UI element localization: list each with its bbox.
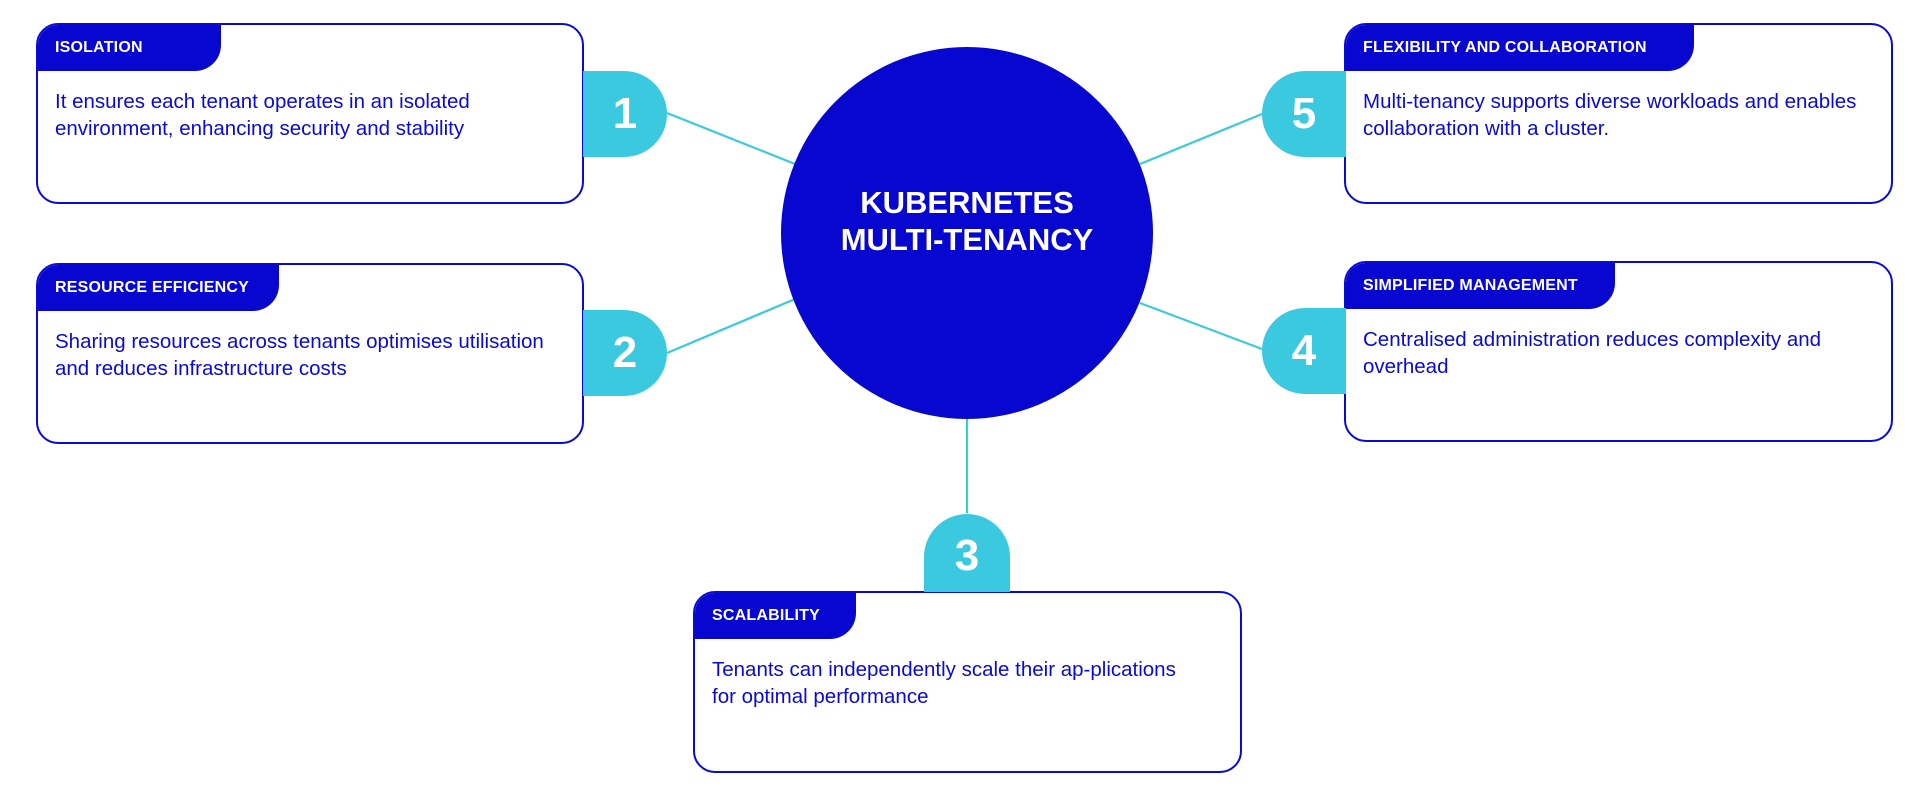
card-description: Centralised administration reduces compl… <box>1363 328 1822 378</box>
card-simplified-management: SIMPLIFIED MANAGEMENT Centralised admini… <box>1344 261 1893 442</box>
card-description: Multi-tenancy supports diverse workloads… <box>1363 90 1857 140</box>
card-description: Sharing resources across tenants optimis… <box>55 330 544 380</box>
number-badge-2: 2 <box>583 310 667 396</box>
card-title-tab: FLEXIBILITY AND COLLABORATION <box>1346 25 1694 71</box>
hub-title-line-1: KUBERNETES <box>860 185 1074 220</box>
hub-circle: KUBERNETES MULTI-TENANCY <box>781 47 1153 419</box>
badge-number: 3 <box>954 531 980 580</box>
connector-line-1 <box>666 111 796 166</box>
number-badge-1: 1 <box>583 71 667 157</box>
card-title-tab: ISOLATION <box>38 25 221 71</box>
badge-number: 5 <box>1291 89 1317 138</box>
connector-line-5 <box>1139 112 1263 166</box>
card-title-tab: RESOURCE EFFICIENCY <box>38 265 279 311</box>
number-badge-5: 5 <box>1262 71 1346 157</box>
card-resource-efficiency: RESOURCE EFFICIENCY Sharing resources ac… <box>36 263 584 444</box>
hub-title-line-2: MULTI-TENANCY <box>840 222 1094 257</box>
card-description: Tenants can independently scale their ap… <box>712 658 1176 708</box>
card-description: It ensures each tenant operates in an is… <box>55 90 470 140</box>
connector-line-4 <box>1139 301 1263 351</box>
number-badge-4: 4 <box>1262 308 1346 394</box>
card-title: RESOURCE EFFICIENCY <box>55 279 250 296</box>
card-scalability: SCALABILITY Tenants can independently sc… <box>693 591 1242 773</box>
card-title-tab: SCALABILITY <box>695 593 856 639</box>
card-isolation: ISOLATION It ensures each tenant operate… <box>36 23 584 204</box>
card-flexibility-collaboration: FLEXIBILITY AND COLLABORATION Multi-tena… <box>1344 23 1893 204</box>
badge-number: 4 <box>1291 326 1317 375</box>
connector-line-2 <box>666 297 796 355</box>
card-title: ISOLATION <box>55 39 143 56</box>
card-title: SCALABILITY <box>712 607 820 624</box>
card-title-tab: SIMPLIFIED MANAGEMENT <box>1346 263 1615 309</box>
badge-number: 1 <box>612 89 638 138</box>
badge-number: 2 <box>612 328 638 377</box>
card-title: FLEXIBILITY AND COLLABORATION <box>1363 39 1647 56</box>
card-title: SIMPLIFIED MANAGEMENT <box>1363 277 1578 294</box>
number-badge-3: 3 <box>924 514 1010 592</box>
